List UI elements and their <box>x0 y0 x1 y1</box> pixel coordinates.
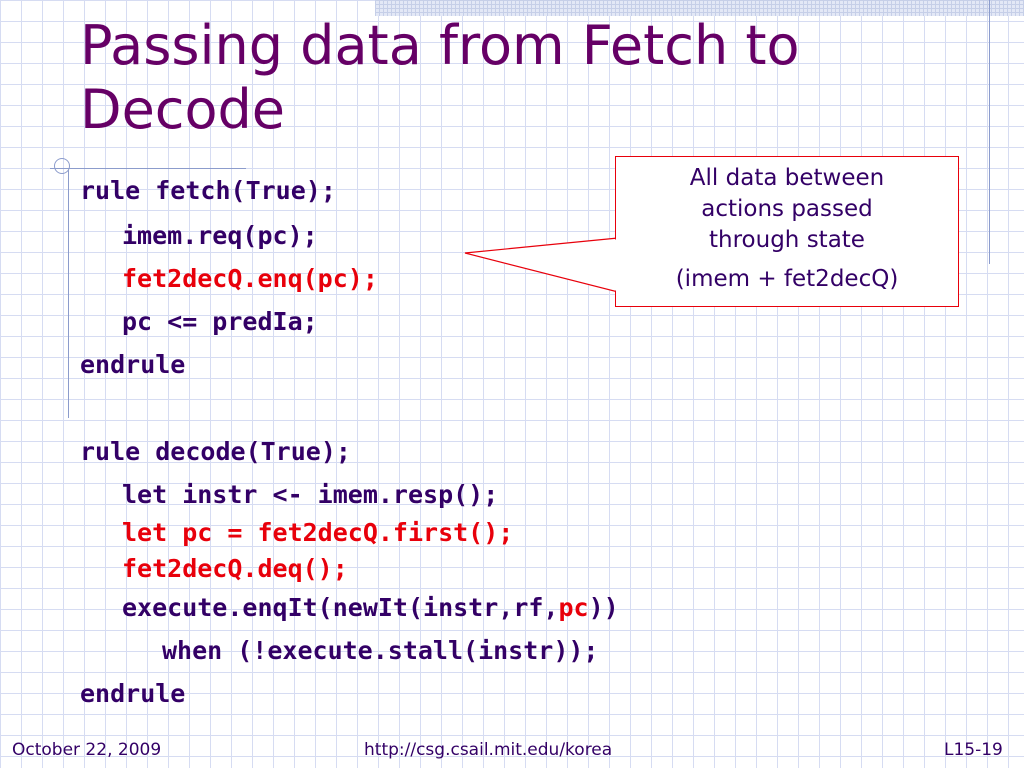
footer-date: October 22, 2009 <box>12 740 162 760</box>
code-segment-enqit-pc: pc <box>558 593 589 622</box>
code-line-fet2decq-enq: fet2decQ.enq(pc); <box>122 264 378 293</box>
code-line-pc-update: pc <= predIa; <box>122 307 318 336</box>
code-block: rule fetch(True); imem.req(pc); fet2decQ… <box>80 176 619 708</box>
code-line-fetch-head: rule fetch(True); <box>80 176 336 205</box>
code-line-imem-resp: let instr <- imem.resp(); <box>122 480 499 509</box>
callout-box: All data between actions passed through … <box>615 156 959 307</box>
callout-main-text: All data between actions passed through … <box>689 165 885 253</box>
footer-url: http://csg.csail.mit.edu/korea <box>364 740 613 760</box>
code-line-let-pc: let pc = fet2decQ.first(); <box>122 518 514 547</box>
callout-sub-text: (imem + fet2decQ) <box>675 266 899 292</box>
title-underline <box>50 168 246 169</box>
code-line-fetch-end: endrule <box>80 350 186 379</box>
code-line-imem-req: imem.req(pc); <box>122 221 318 250</box>
slide-title: Passing data from Fetch to Decode <box>80 14 800 141</box>
circle-ornament-icon <box>54 158 70 174</box>
code-line-when-stall: when (!execute.stall(instr)); <box>162 636 599 665</box>
code-segment-enqit-post: )) <box>588 593 619 622</box>
code-line-decode-end: endrule <box>80 679 186 708</box>
code-line-decode-head: rule decode(True); <box>80 437 351 466</box>
decorative-rule-left <box>68 170 69 418</box>
header-pattern-band <box>375 0 1024 16</box>
footer-page-number: L15-19 <box>944 740 1003 760</box>
code-line-fet2decq-deq: fet2decQ.deq(); <box>122 554 348 583</box>
code-segment-enqit-pre: execute.enqIt(newIt(instr,rf, <box>122 593 559 622</box>
decorative-rule-right <box>989 0 990 264</box>
code-line-execute-enqit: execute.enqIt(newIt(instr,rf,pc)) <box>122 593 619 623</box>
